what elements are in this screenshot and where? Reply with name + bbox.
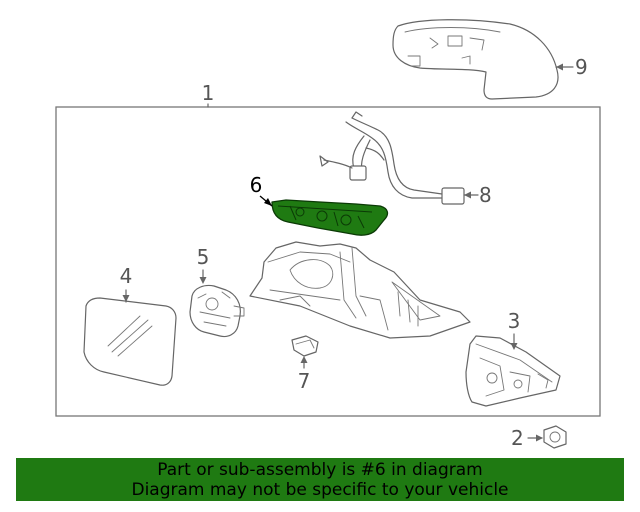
notice-line-2: Diagram may not be specific to your vehi… — [131, 480, 509, 500]
callout-4[interactable]: 4 — [120, 264, 133, 288]
callout-7[interactable]: 7 — [298, 369, 311, 393]
callout-5[interactable]: 5 — [197, 245, 210, 269]
callout-8-arrow — [464, 191, 471, 199]
part-7-bracket[interactable] — [291, 335, 319, 357]
assembly-box — [55, 106, 601, 417]
mirror-housing — [249, 241, 471, 339]
callout-3[interactable]: 3 — [508, 309, 521, 333]
part-2-nut[interactable] — [543, 425, 567, 449]
part-3-mirror-base[interactable] — [465, 335, 561, 407]
part-5-actuator[interactable] — [189, 284, 245, 338]
callout-5-arrow — [199, 277, 207, 284]
part-6-turn-signal-lamp[interactable] — [271, 199, 389, 236]
callout-1[interactable]: 1 — [202, 81, 215, 105]
notice-banner: Part or sub-assembly is #6 in diagram Di… — [16, 458, 624, 501]
callout-2-arrow — [536, 434, 543, 442]
callout-6-arrow — [264, 198, 272, 206]
part-9-mirror-cover[interactable] — [392, 19, 559, 100]
callout-9[interactable]: 9 — [575, 55, 588, 79]
notice-line-1: Part or sub-assembly is #6 in diagram — [157, 460, 483, 480]
callout-6[interactable]: 6 — [250, 173, 263, 197]
part-8-wiring-harness[interactable] — [319, 111, 465, 205]
callout-8[interactable]: 8 — [479, 183, 492, 207]
callout-2[interactable]: 2 — [511, 426, 524, 450]
callout-7-arrow — [300, 356, 308, 363]
callout-9-arrow — [556, 63, 563, 71]
callout-4-arrow — [122, 295, 130, 302]
callout-3-arrow — [510, 343, 518, 350]
part-4-mirror-glass[interactable] — [83, 297, 177, 386]
